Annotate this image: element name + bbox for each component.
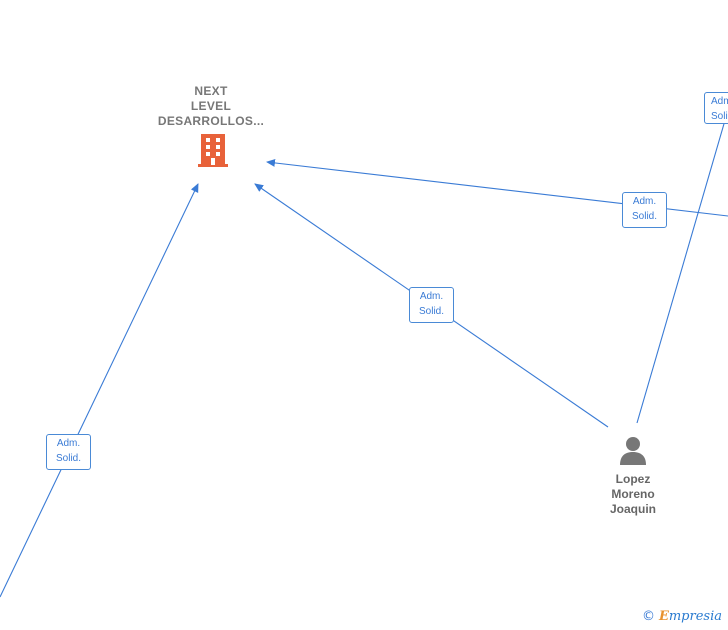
brand-name: mpresia xyxy=(668,609,722,624)
company-name[interactable]: NEXT LEVEL DESARROLLOS... xyxy=(157,84,265,128)
edge-label-bottom-left[interactable]: Adm. Solid. xyxy=(46,434,91,470)
brand-footer: ©Empresia xyxy=(642,609,722,624)
person-icon[interactable] xyxy=(620,437,646,465)
copyright-icon: © xyxy=(641,609,655,624)
person-name[interactable]: Lopez Moreno Joaquin xyxy=(609,472,656,516)
edge-label-right-company[interactable]: Adm. Solid. xyxy=(622,192,667,228)
edge-label-person-company[interactable]: Adm. Solid. xyxy=(409,287,454,323)
brand-initial: E xyxy=(658,609,669,624)
edge-line-top-right xyxy=(636,109,728,424)
edge-label-top-right[interactable]: Adm. Solid. xyxy=(704,92,728,124)
edge-line-bottom-left xyxy=(0,183,199,598)
building-icon[interactable] xyxy=(198,134,228,167)
